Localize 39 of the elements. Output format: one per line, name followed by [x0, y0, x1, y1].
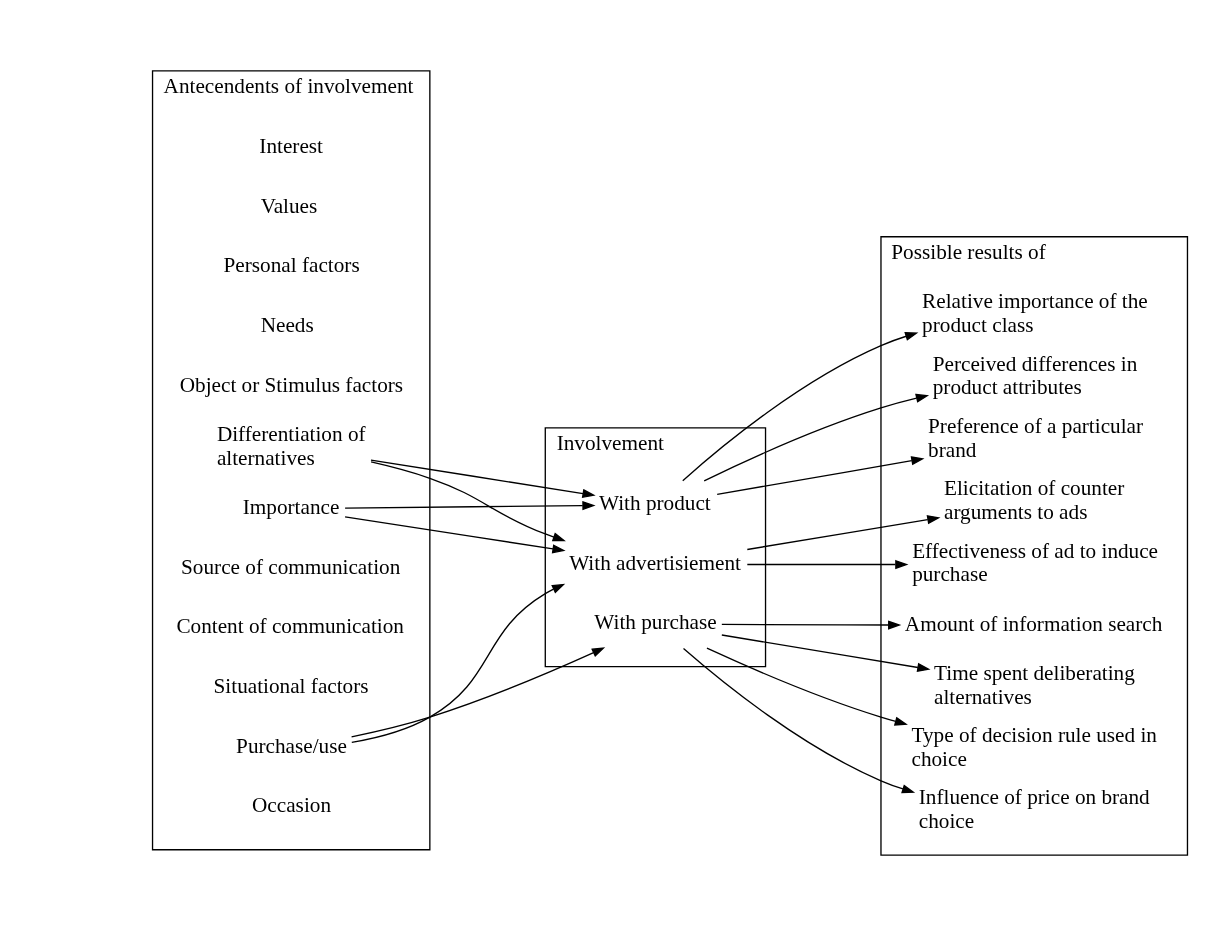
arrow [703, 393, 930, 482]
node-text: Elicitation of counter arguments to ads [944, 476, 1125, 525]
arrow [746, 559, 909, 570]
node-text: Preference of a particular brand [928, 413, 1144, 462]
arrow [351, 583, 566, 743]
node-text: Needs [260, 313, 314, 338]
node-text: Source of communication [181, 554, 401, 579]
arrow [682, 331, 919, 482]
node-text: With purchase [594, 610, 717, 635]
node-text: Personal factors [223, 253, 360, 278]
node-text: Relative importance of the product class [922, 289, 1148, 338]
node-text: Values [260, 193, 318, 218]
node-text: Influence of price on brand choice [918, 785, 1150, 834]
node-text: Effectiveness of ad to induce purchase [912, 538, 1159, 587]
node-text: Time spent deliberating alternatives [934, 660, 1135, 709]
node-text: Content of communication [176, 614, 404, 639]
arrow [370, 461, 566, 542]
arrow [706, 647, 908, 726]
node-text: Perceived differences in product attributes [932, 351, 1138, 400]
node-text: Interest [259, 133, 323, 158]
arrow [721, 620, 902, 630]
node-text: With product [599, 490, 711, 515]
arrow [344, 500, 596, 511]
arrow [716, 456, 925, 495]
arrow [350, 647, 606, 738]
node-text: Amount of information search [904, 611, 1163, 636]
node-text: Importance [242, 494, 340, 519]
node-text: Object or Stimulus factors [179, 372, 404, 397]
arrow [746, 515, 941, 551]
node-text: Differentiation of alternatives [216, 421, 366, 470]
node-text: Occasion [252, 793, 332, 818]
arrow [682, 647, 916, 794]
node-text: Purchase/use [236, 733, 347, 758]
arrow [721, 634, 931, 672]
arrow [370, 459, 596, 499]
node-text: Type of decision rule used in choice [911, 723, 1157, 771]
node-text: With advertisiement [569, 550, 741, 575]
node-text: Situational factors [213, 673, 369, 698]
arrow [344, 516, 566, 554]
